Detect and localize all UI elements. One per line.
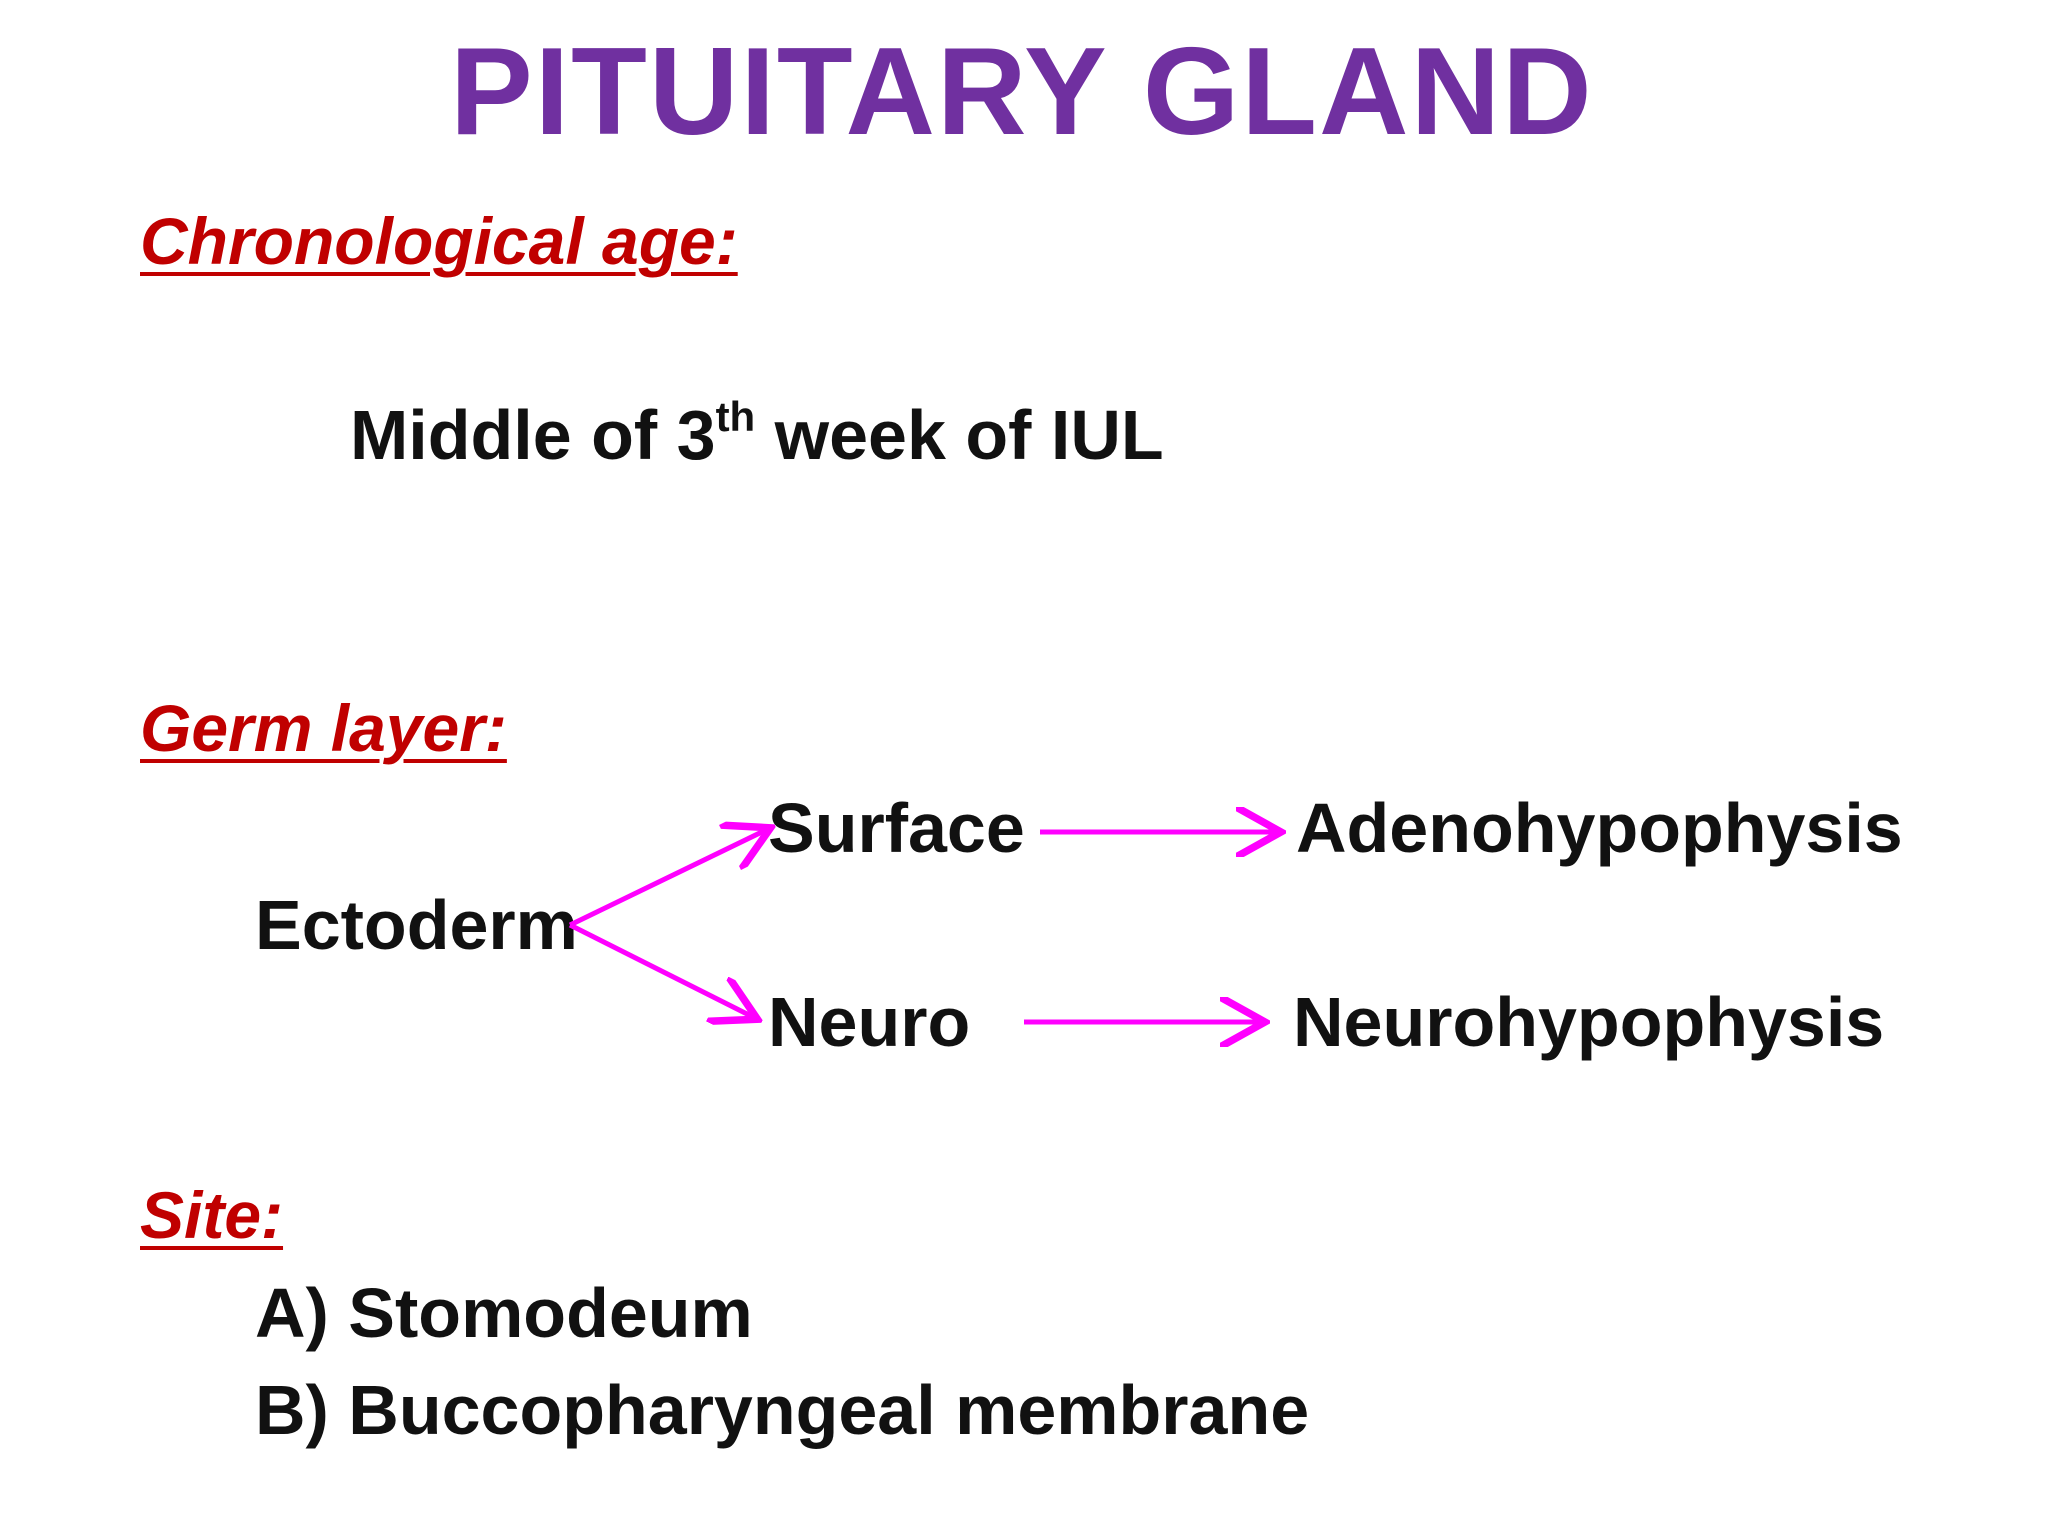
adenohypophysis-label: Adenohypophysis (1296, 789, 1903, 867)
chronological-age-prefix: Middle of 3 (350, 396, 716, 474)
slide-title: PITUITARY GLAND (450, 23, 1594, 161)
chronological-age-superscript: th (715, 393, 756, 440)
surface-label: Surface (768, 789, 1025, 867)
chronological-age-text: Middle of 3th week of IUL (350, 396, 1164, 471)
site-heading: Site: (140, 1178, 284, 1252)
chronological-age-suffix: week of IUL (755, 396, 1164, 474)
germ-layer-heading: Germ layer: (140, 691, 507, 765)
ectoderm-label: Ectoderm (255, 886, 578, 964)
site-item-b: B) Buccopharyngeal membrane (255, 1371, 1310, 1449)
site-item-a: A) Stomodeum (255, 1274, 753, 1352)
neuro-label: Neuro (768, 983, 971, 1061)
neurohypophysis-label: Neurohypophysis (1293, 983, 1885, 1061)
ectoderm-to-neuro-arrow (568, 922, 753, 1017)
ectoderm-to-surface-arrow (568, 830, 766, 928)
chronological-age-heading: Chronological age: (140, 204, 738, 278)
